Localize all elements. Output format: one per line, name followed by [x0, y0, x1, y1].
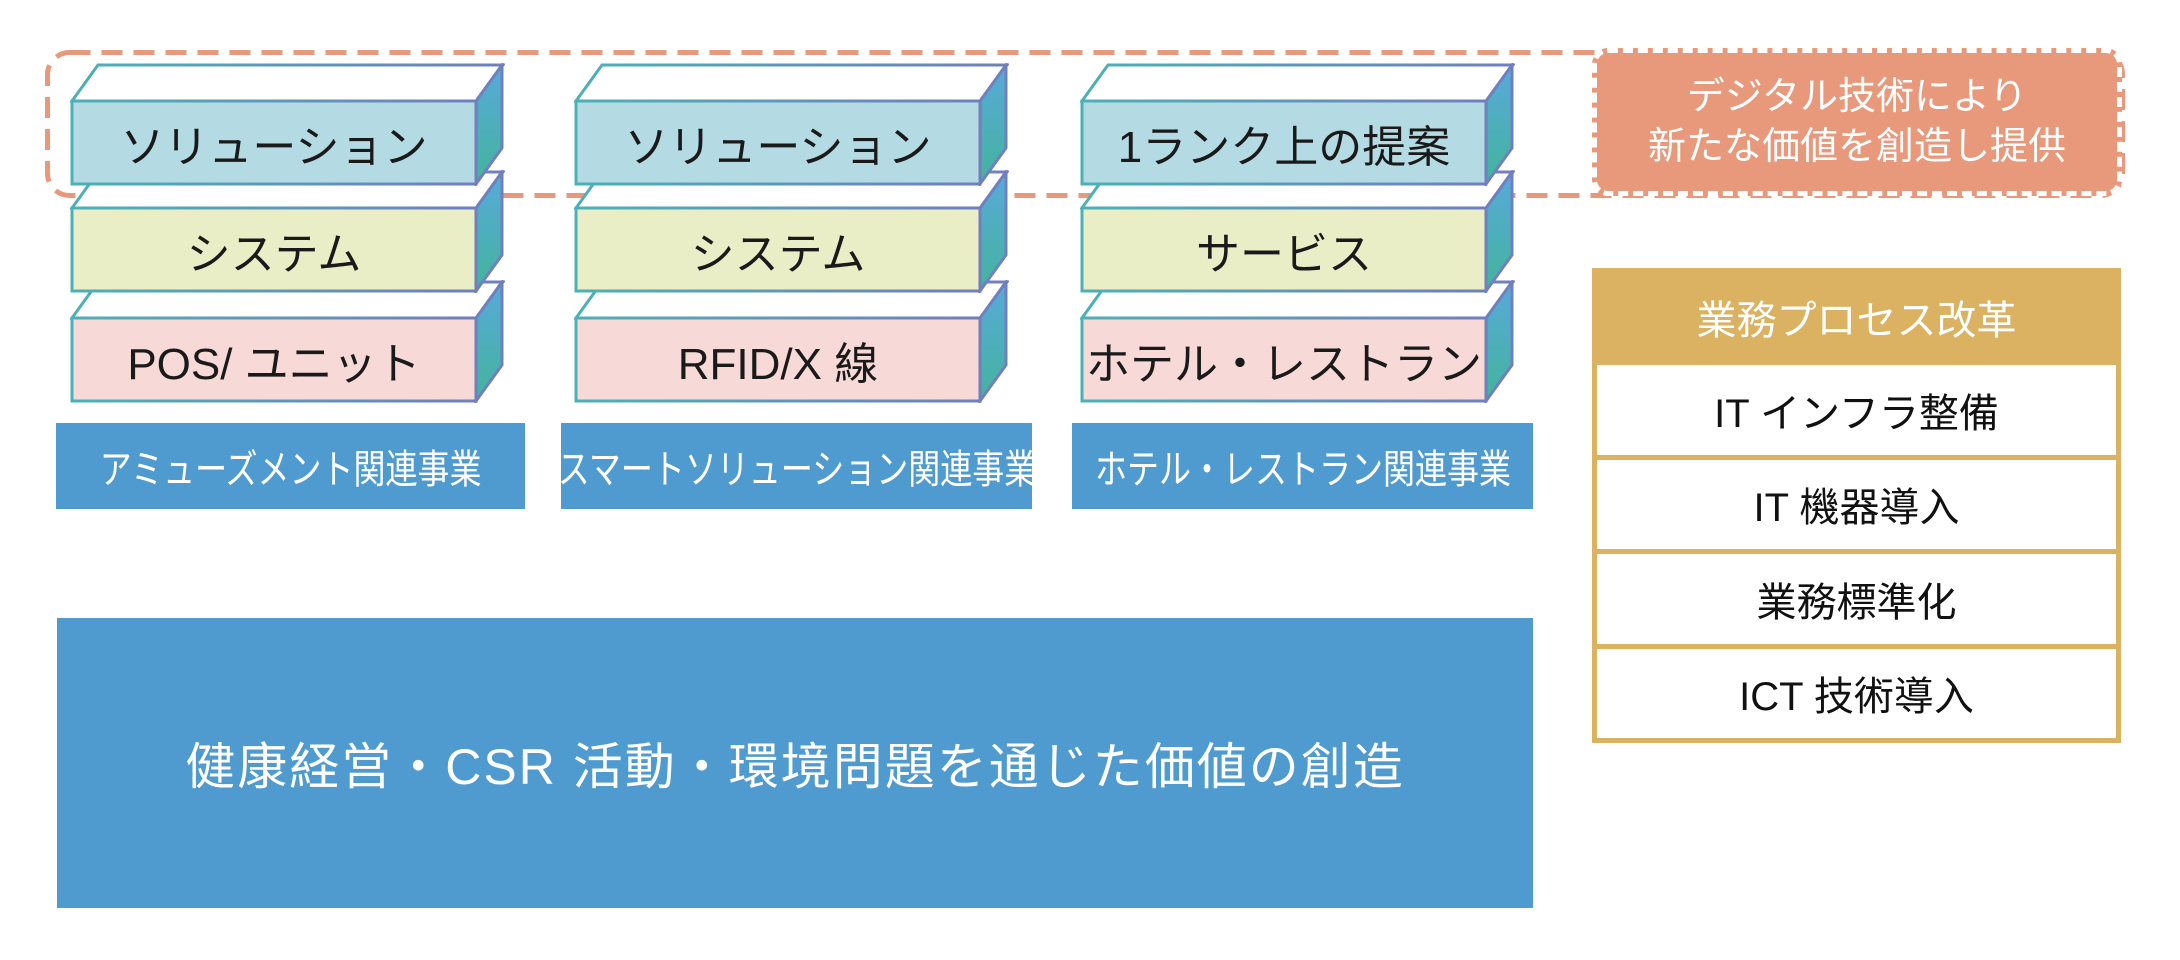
value-creation-banner: 健康経営・CSR 活動・環境問題を通じた価値の創造: [57, 618, 1533, 908]
box-3d-shape: [574, 63, 1009, 186]
box-3d-shape: [70, 170, 505, 293]
stack-box-label: サービス: [1196, 229, 1372, 279]
stack-box-label: POS/ ユニット: [127, 339, 421, 389]
stack-box: ソリューション: [70, 63, 505, 186]
box-3d-shape: [1080, 63, 1515, 186]
stack-box: RFID/X 線: [574, 280, 1009, 403]
digital-value-callout: デジタル技術により 新たな価値を創造し提供: [1592, 48, 2122, 196]
digital-scope-dashed-outline: [45, 50, 2125, 198]
segment-bar-label: ホテル・レストラン関連事業: [1094, 448, 1511, 492]
stack-box: ソリューション: [574, 63, 1009, 186]
box-3d-shape: [70, 63, 505, 186]
process-table-row: 業務標準化: [1597, 549, 2116, 644]
callout-line-2: 新たな価値を創造し提供: [1647, 126, 2066, 168]
stack-box: 1ランク上の提案: [1080, 63, 1515, 186]
segment-bar-amusement: アミューズメント関連事業: [56, 423, 525, 509]
process-table-row: ICT 技術導入: [1597, 643, 2116, 738]
stack-box-label: RFID/X 線: [677, 339, 879, 389]
stack-box-label: 1ランク上の提案: [1117, 122, 1451, 172]
segment-bar-label: アミューズメント関連事業: [99, 448, 482, 492]
value-creation-banner-label: 健康経営・CSR 活動・環境問題を通じた価値の創造: [185, 739, 1405, 795]
stack-box-label: ソリューション: [120, 122, 428, 172]
process-table-header: 業務プロセス改革: [1597, 273, 2116, 360]
stack-box: サービス: [1080, 170, 1515, 293]
stack-box: システム: [574, 170, 1009, 293]
process-table-row: IT インフラ整備: [1597, 360, 2116, 455]
stack-box-label: システム: [186, 229, 362, 279]
process-reform-table: 業務プロセス改革 IT インフラ整備 IT 機器導入 業務標準化 ICT 技術導…: [1592, 268, 2121, 743]
stack-box: ホテル・レストラン: [1080, 280, 1515, 403]
segment-bar-smart-solution: スマートソリューション関連事業: [557, 423, 1036, 509]
stack-box-label: ホテル・レストラン: [1086, 339, 1482, 389]
stack-box: POS/ ユニット: [70, 280, 505, 403]
stack-box: システム: [70, 170, 505, 293]
stack-box-label: システム: [690, 229, 866, 279]
segment-bar-label: スマートソリューション関連事業: [557, 448, 1036, 492]
process-table-row: IT 機器導入: [1597, 454, 2116, 549]
stack-box-label: ソリューション: [624, 122, 932, 172]
segment-bar-hotel-restaurant: ホテル・レストラン関連事業: [1072, 423, 1533, 509]
callout-line-1: デジタル技術により: [1686, 76, 2028, 118]
